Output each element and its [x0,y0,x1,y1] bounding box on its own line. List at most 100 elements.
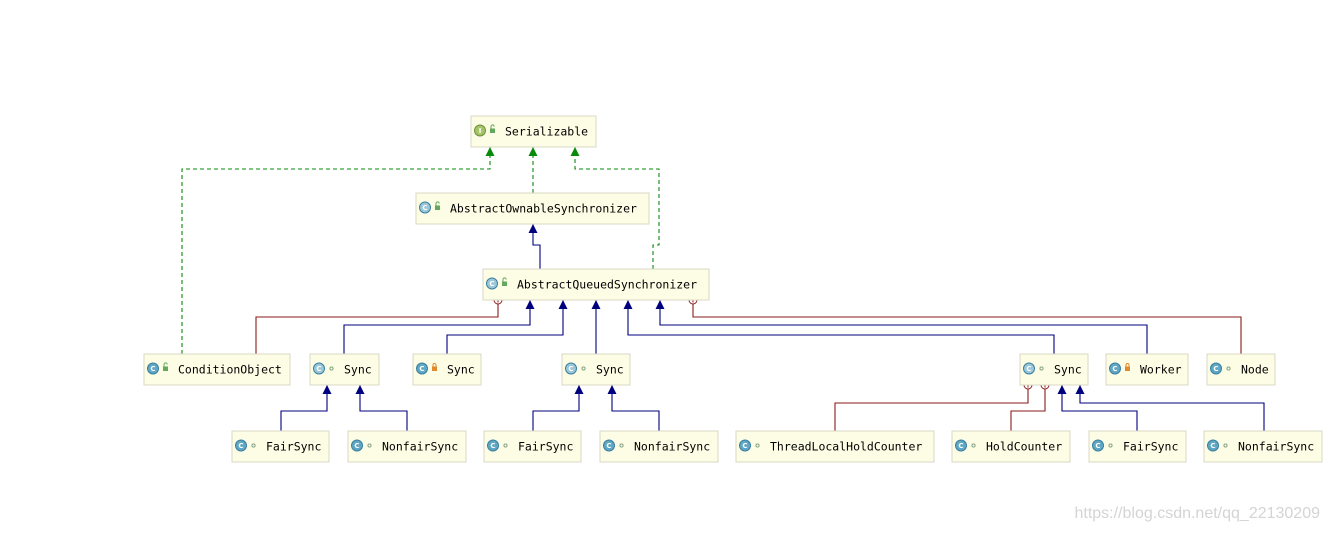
package-access-icon [619,443,624,448]
class-node-nonfair1[interactable]: C NonfairSync [347,430,467,463]
package-access-icon [971,443,976,448]
package-access-icon [329,366,334,371]
package-access-icon [755,443,760,448]
edge-inner-node-to-aqs [692,304,1242,354]
class-node-aqs[interactable]: C AbstractQueuedSynchronizer [482,268,710,301]
interface-icon: I [474,124,486,137]
class-node-sync2[interactable]: C Sync [412,353,482,386]
public-access-icon [490,124,495,133]
svg-text:C: C [1026,365,1031,373]
class-node-sync1[interactable]: C Sync [309,353,380,386]
class-node-serializable[interactable]: I Serializable [470,115,597,148]
class-name-label: AbstractQueuedSynchronizer [517,278,697,292]
class-name-label: FairSync [1123,440,1178,454]
svg-text:C: C [354,442,359,450]
class-name-label: FairSync [266,440,321,454]
class-icon: C [955,439,967,452]
edge-inner-cond-to-aqs [255,304,499,354]
class-node-worker[interactable]: C Worker [1105,353,1189,386]
package-access-icon [1226,366,1231,371]
watermark: https://blog.csdn.net/qq_22130209 [1074,505,1320,522]
class-node-tlhc[interactable]: C ThreadLocalHoldCounter [735,430,935,463]
edge-extends-sync1-to-aqs [343,300,535,354]
edge-extends-nonfair2-to-sync3 [607,385,660,431]
class-icon: C [1109,362,1121,375]
class-box [1088,430,1187,463]
class-icon: C [351,439,363,452]
public-access-icon [435,201,440,210]
class-icon: C [416,362,428,375]
public-access-icon [502,277,507,286]
class-name-label: Worker [1140,363,1182,377]
edge-extends-sync2-to-aqs [446,300,568,354]
svg-text:C: C [316,365,321,373]
private-access-icon [432,363,437,371]
class-icon: C [603,439,615,452]
class-box [482,268,710,301]
svg-text:C: C [958,442,963,450]
class-name-label: Sync [344,363,372,377]
public-access-icon [163,362,168,371]
class-name-label: Sync [447,363,475,377]
edge-extends-fair4-to-sync4 [1057,385,1138,431]
edge-inner-tlhc-to-sync4 [834,389,1029,431]
class-icon: C [147,362,159,375]
class-box [143,353,291,386]
svg-text:C: C [1210,442,1215,450]
svg-text:C: C [490,442,495,450]
class-icon: C [1207,439,1219,452]
abstract-class-icon: C [1023,362,1035,375]
class-node-sync3[interactable]: C Sync [561,353,631,386]
edge-extends-fair1-to-sync1 [280,385,332,431]
class-name-label: NonfairSync [382,440,458,454]
class-box [599,430,719,463]
svg-text:C: C [742,442,747,450]
abstract-class-icon: C [313,362,325,375]
edge-implements-cond-to-serializable [181,147,495,354]
class-name-label: Sync [1054,363,1082,377]
svg-text:C: C [419,365,424,373]
svg-text:C: C [422,204,427,212]
class-box [735,430,935,463]
class-node-fair1[interactable]: C FairSync [231,430,330,463]
package-access-icon [251,443,256,448]
svg-text:I: I [479,127,482,135]
svg-text:C: C [1213,365,1218,373]
class-node-fair4[interactable]: C FairSync [1088,430,1187,463]
class-name-label: Serializable [505,125,588,139]
package-access-icon [1223,443,1228,448]
svg-text:C: C [1095,442,1100,450]
relationship-edges [181,147,1265,431]
class-name-label: Sync [596,363,624,377]
svg-text:C: C [150,365,155,373]
abstract-class-icon: C [565,362,577,375]
class-icon: C [487,439,499,452]
class-node-node[interactable]: C Node [1206,353,1276,386]
svg-text:C: C [238,442,243,450]
class-name-label: Node [1241,363,1269,377]
class-name-label: NonfairSync [634,440,710,454]
package-access-icon [367,443,372,448]
edge-extends-worker-to-aqs [655,300,1148,354]
package-access-icon [503,443,508,448]
class-icon: C [1092,439,1104,452]
class-box [415,192,650,225]
abstract-class-icon: C [486,277,498,290]
svg-text:C: C [568,365,573,373]
edge-extends-aqs-to-aos [528,224,541,269]
class-node-sync4[interactable]: C Sync [1019,353,1089,386]
class-icon: C [739,439,751,452]
svg-text:C: C [1112,365,1117,373]
edge-extends-sync4-to-aqs [623,300,1055,354]
edge-extends-fair2-to-sync3 [532,385,584,431]
class-box [231,430,330,463]
class-box [951,430,1071,463]
class-node-nonfair2[interactable]: C NonfairSync [599,430,719,463]
class-name-label: ThreadLocalHoldCounter [770,440,922,454]
